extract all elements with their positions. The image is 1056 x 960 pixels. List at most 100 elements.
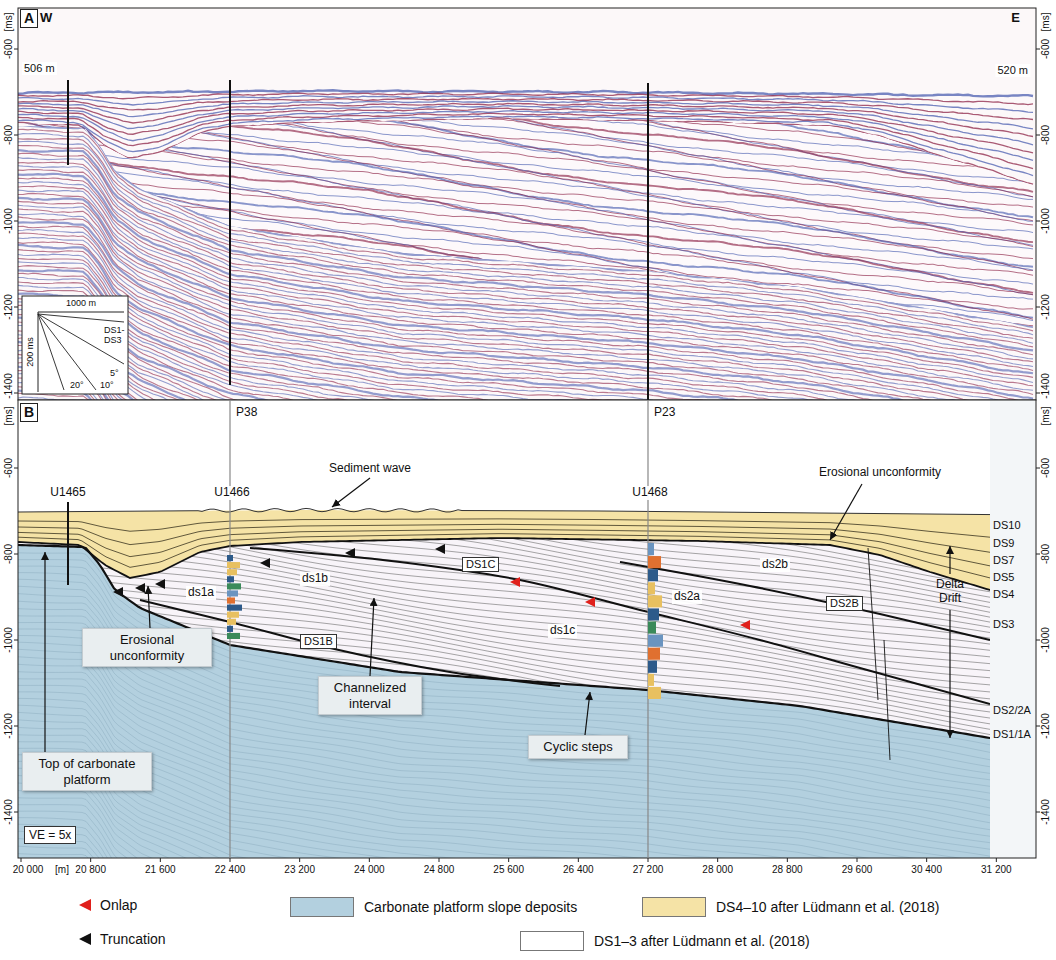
seismic-panel	[18, 298, 1033, 400]
truncation-marker	[260, 558, 270, 568]
interpretation-panel	[18, 775, 990, 858]
seismic-panel	[18, 293, 1033, 400]
seismic-panel	[18, 317, 1033, 400]
interpretation-panel	[18, 711, 990, 855]
seismic-panel	[18, 354, 1033, 400]
seismic-panel	[18, 114, 1033, 249]
axis-tick-label: 26 400	[563, 864, 594, 876]
label-strip	[990, 400, 1036, 858]
callout-box: Top of carbonate platform	[22, 752, 152, 791]
seismic-panel	[18, 266, 1033, 400]
axis-tick	[1036, 468, 1040, 469]
seismic-panel	[18, 8, 1036, 400]
axis-tick-label: 31 200	[981, 864, 1012, 876]
axis-tick	[508, 858, 509, 862]
axis-tick-label: [m]	[55, 864, 69, 876]
axis-tick	[299, 858, 300, 862]
seismic-panel	[18, 289, 1033, 400]
axis-tick-label: 21 600	[145, 864, 176, 876]
core-log-bar	[648, 595, 662, 607]
axis-tick	[857, 858, 858, 862]
axis-tick	[1036, 393, 1040, 394]
axis-tick	[14, 812, 18, 813]
interpretation-panel	[18, 504, 990, 645]
axis-tick-label: 20 800	[75, 864, 106, 876]
axis-tick	[717, 858, 718, 862]
seismic-panel	[18, 78, 1033, 222]
label-strip	[990, 400, 1036, 858]
interpretation-panel	[18, 684, 990, 820]
interpretation-panel	[620, 562, 990, 640]
well-line	[67, 80, 69, 165]
interpretation-panel	[18, 538, 990, 604]
axis-tick-label: 24 800	[424, 864, 455, 876]
node-text: Channelized interval	[325, 680, 415, 711]
depth-label: 520 m	[995, 64, 1030, 77]
seismic-panel	[18, 374, 1033, 400]
legend-text: DS4–10 after Lüdmann et al. (2018)	[716, 899, 939, 915]
profile-line	[230, 400, 648, 858]
axis-tick	[14, 554, 18, 555]
legend-text: DS1–3 after Lüdmann et al. (2018)	[594, 933, 810, 949]
seismic-panel	[18, 290, 1033, 400]
node-text: DS1B	[304, 635, 333, 648]
axis-tick	[14, 135, 18, 136]
seismic-panel	[18, 285, 1033, 400]
surface-tag: DS2B	[826, 596, 863, 611]
axis-unit: [ms]	[1040, 407, 1052, 426]
axis-tick-label: -800	[3, 125, 15, 145]
leader-arrow	[949, 546, 950, 574]
axis-tick	[14, 49, 1040, 862]
axis-tick	[14, 726, 18, 727]
seismic-panel	[18, 390, 1033, 400]
interpretation-panel	[18, 748, 990, 858]
core-log-bar	[648, 608, 659, 620]
seismic-panel	[18, 244, 1033, 391]
interpretation-panel	[18, 742, 990, 858]
axis-tick-label: 30 400	[911, 864, 942, 876]
seismic-panel	[18, 268, 1033, 400]
node-text: DS2B	[830, 597, 859, 610]
scale-label: 1000 m	[66, 298, 96, 308]
truncation-marker	[113, 544, 445, 597]
interpretation-panel	[18, 789, 990, 858]
seismic-panel	[18, 138, 1033, 275]
seismic-panel	[18, 357, 1033, 400]
core-log-bar	[227, 583, 241, 589]
seismic-panel	[18, 248, 1033, 392]
axis-tick-label: -600	[3, 39, 15, 59]
seismic-panel	[18, 241, 1033, 375]
interpretation-panel	[18, 846, 990, 858]
seismic-panel	[18, 364, 1033, 400]
core-log-bar	[648, 687, 661, 699]
axis-tick	[439, 858, 440, 862]
seismic-panel	[18, 345, 1033, 400]
axis-tick-label: -1000	[3, 627, 15, 653]
direction-label: E	[1011, 11, 1020, 26]
seismic-panel	[18, 130, 1033, 270]
axis-unit: [ms]	[1040, 13, 1052, 32]
profile-label: P23	[654, 406, 675, 420]
interpretation-panel	[18, 692, 990, 858]
well-line	[68, 502, 69, 585]
legend-item: DS1–3 after Lüdmann et al. (2018)	[520, 931, 810, 951]
seismic-panel	[18, 22, 1034, 400]
axis-tick-label: 29 600	[842, 864, 873, 876]
axis-tick-label: -1400	[1040, 799, 1052, 825]
axis-tick-label: -1200	[3, 713, 15, 739]
interpretation-panel	[18, 400, 990, 858]
interpretation-panel	[18, 657, 990, 794]
axis-tick	[14, 640, 18, 641]
interpretation-panel	[18, 761, 990, 858]
interpretation-panel	[18, 824, 990, 858]
interpretation-panel	[18, 442, 990, 858]
axis-tick	[14, 307, 18, 308]
sequence-label: DS3	[993, 618, 1014, 631]
sequence-label: DS4	[993, 588, 1014, 601]
interpretation-panel	[18, 671, 990, 807]
surface-tag: DS1B	[300, 634, 337, 649]
seismic-panel	[18, 165, 1033, 299]
interpretation-panel	[18, 461, 990, 610]
seismic-panel	[18, 172, 1033, 319]
